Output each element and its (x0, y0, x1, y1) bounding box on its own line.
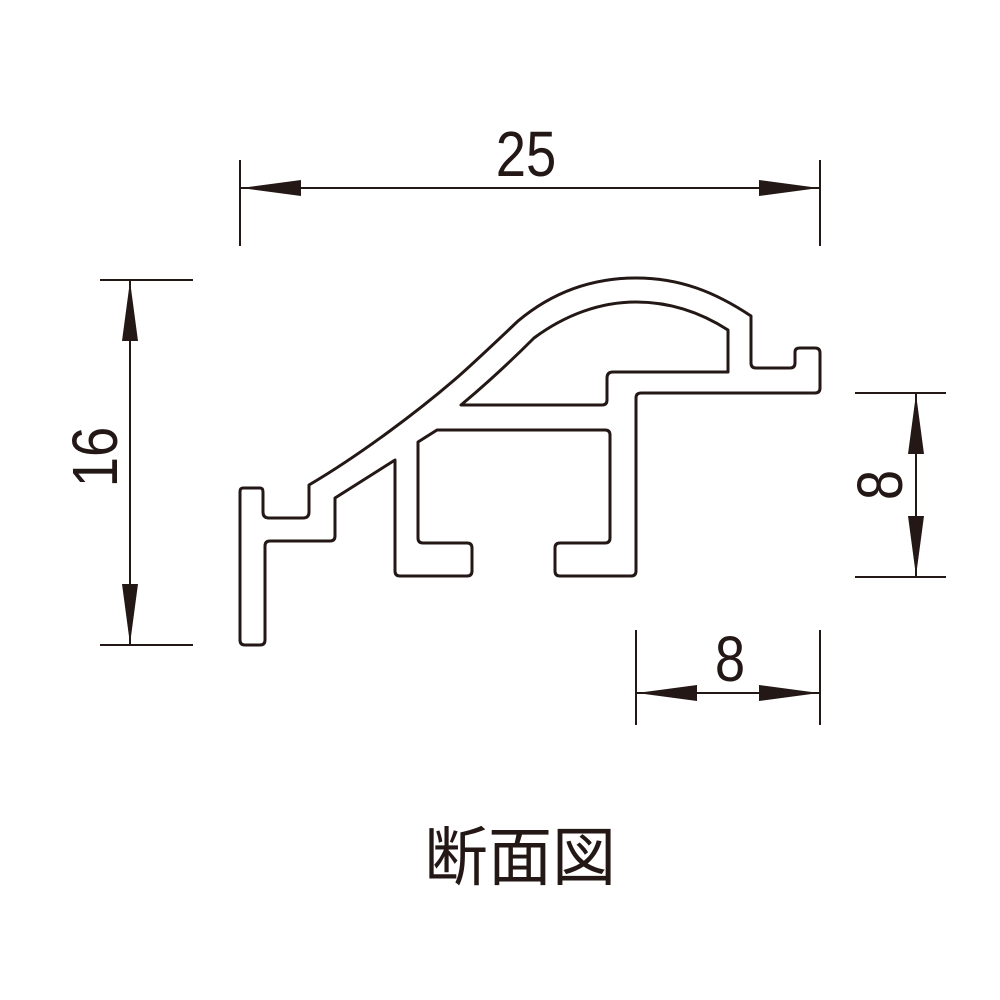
profile-inner-hollow (459, 300, 730, 407)
dimension-height-right (855, 392, 946, 578)
dimension-label-8-right: 8 (844, 470, 916, 500)
dimension-label-25: 25 (496, 118, 556, 190)
profile-outer-contour (238, 276, 822, 647)
dimension-width-top (239, 160, 821, 246)
profile-outline (238, 276, 822, 647)
dimension-width-bottom (635, 630, 821, 725)
dimension-label-8-bottom: 8 (715, 623, 745, 695)
diagram-title: 断面図 (424, 822, 616, 894)
dimension-label-16: 16 (59, 427, 131, 487)
dimension-height-left (100, 279, 193, 646)
